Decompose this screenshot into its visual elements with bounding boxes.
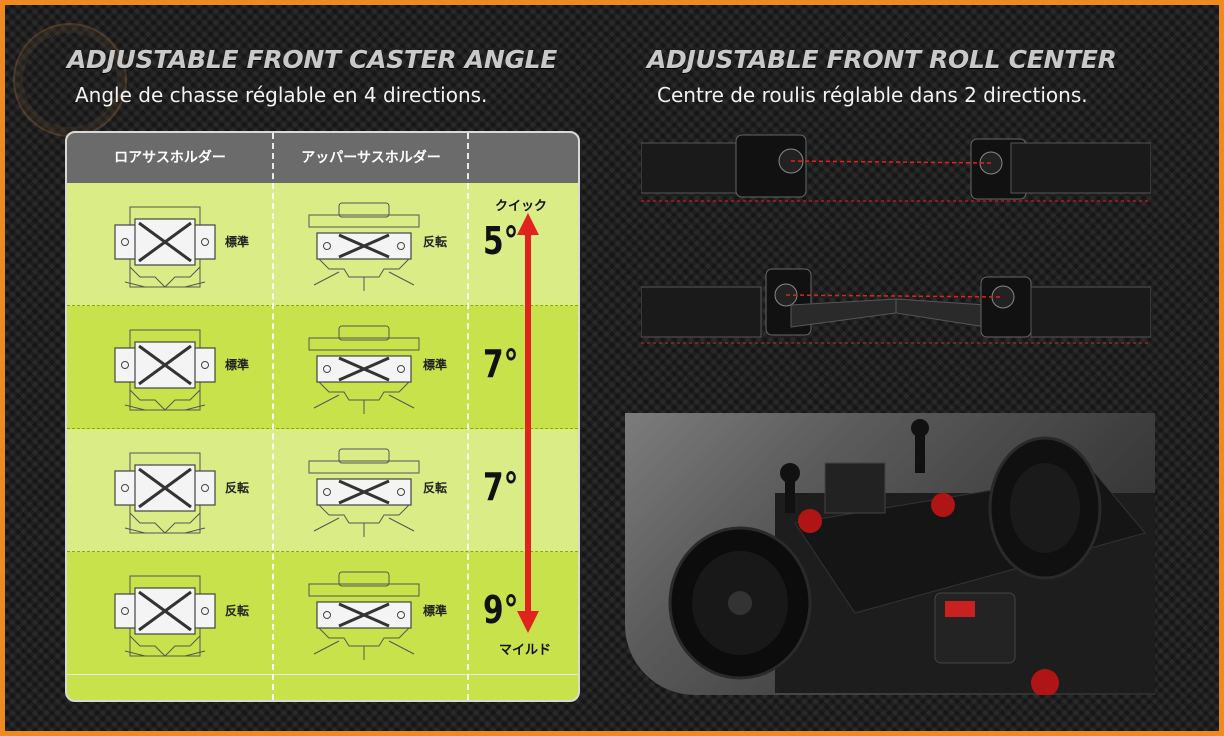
watermark-logo bbox=[13, 23, 127, 137]
upper-holder-diagram bbox=[307, 447, 421, 539]
upper-holder-setting: 標準 bbox=[423, 358, 448, 372]
lower-holder-setting: 反転 bbox=[225, 604, 250, 618]
double-arrow-icon bbox=[517, 213, 539, 633]
table-footer bbox=[67, 675, 578, 700]
column-header-angle bbox=[469, 133, 574, 183]
table-row: 反転 標準 9° bbox=[67, 552, 578, 674]
lower-holder-diagram bbox=[113, 574, 217, 658]
upper-holder-setting: 標準 bbox=[423, 604, 448, 618]
upper-holder-diagram bbox=[307, 570, 421, 662]
lower-holder-setting: 標準 bbox=[225, 235, 250, 249]
table-row: 反転 反転 7° bbox=[67, 429, 578, 552]
column-header-lower: ロアサスホルダー bbox=[114, 150, 226, 166]
chassis-illustration bbox=[668, 419, 1155, 695]
roll-center-subtitle: Centre de roulis réglable dans 2 directi… bbox=[657, 83, 1088, 107]
caster-table: ロアサスホルダー アッパーサスホルダー 標準 反転 5° 標準 標準 7° 反転 bbox=[65, 131, 580, 702]
roll-center-diagram-upper bbox=[641, 134, 1151, 202]
lower-holder-diagram bbox=[113, 328, 217, 412]
roll-center-diagram-lower bbox=[641, 268, 1151, 344]
caster-angle-subtitle: Angle de chasse réglable en 4 directions… bbox=[75, 83, 488, 107]
roll-center-title: ADJUSTABLE FRONT ROLL CENTER bbox=[647, 45, 1117, 74]
chassis-photo bbox=[625, 413, 1155, 695]
table-header: ロアサスホルダー アッパーサスホルダー bbox=[67, 133, 578, 185]
upper-holder-diagram bbox=[307, 324, 421, 416]
mild-label: マイルド bbox=[499, 643, 552, 658]
caster-angle-value: 7° bbox=[483, 342, 519, 386]
table-row: 標準 標準 7° bbox=[67, 306, 578, 429]
lower-holder-setting: 反転 bbox=[225, 481, 250, 495]
upper-holder-setting: 反転 bbox=[423, 481, 448, 495]
lower-holder-setting: 標準 bbox=[225, 358, 250, 372]
lower-holder-diagram bbox=[113, 205, 217, 289]
caster-angle-value: 9° bbox=[483, 588, 519, 632]
column-header-upper: アッパーサスホルダー bbox=[301, 150, 441, 166]
table-row: 標準 反転 5° bbox=[67, 183, 578, 306]
caster-angle-value: 7° bbox=[483, 465, 519, 509]
table-body: 標準 反転 5° 標準 標準 7° 反転 反転 7° 反転 bbox=[67, 183, 578, 675]
caster-angle-title: ADJUSTABLE FRONT CASTER ANGLE bbox=[67, 45, 558, 74]
column-divider bbox=[467, 133, 469, 700]
upper-holder-setting: 反転 bbox=[423, 235, 448, 249]
caster-angle-value: 5° bbox=[483, 219, 519, 263]
upper-holder-diagram bbox=[307, 201, 421, 293]
column-divider bbox=[272, 133, 274, 700]
lower-holder-diagram bbox=[113, 451, 217, 535]
quick-label: クイック bbox=[495, 199, 548, 214]
